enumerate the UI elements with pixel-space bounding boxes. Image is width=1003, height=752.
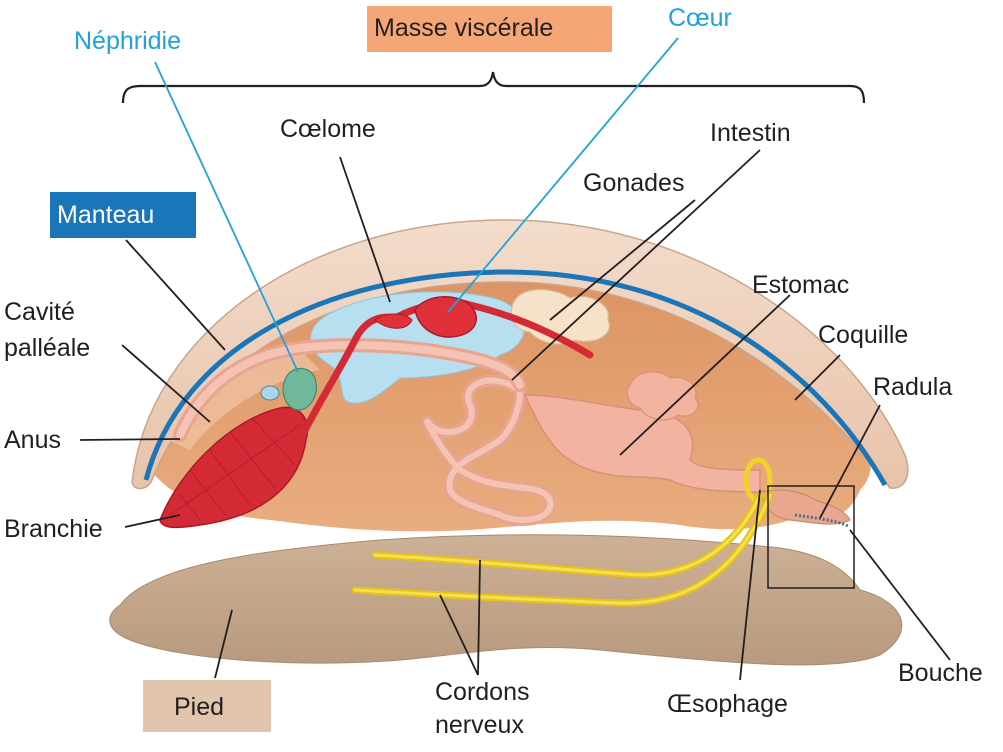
leader-bouche [849,529,951,661]
mantle-cavity [168,350,320,450]
leader-manteau [125,239,226,351]
leader-cordons-b [439,594,479,676]
leader-gonades [549,199,696,321]
mantle-label: Manteau [57,201,155,229]
visceral-mass-label: Masse viscérale [374,14,554,42]
atrium [374,313,413,329]
leader-coelome [339,156,391,303]
leader-cavite [121,344,211,423]
leader-oesophage [739,489,761,681]
mantle-line [143,269,888,487]
foot-label: Pied [174,693,225,721]
gill [159,406,309,529]
mantle-label-box [50,192,196,238]
radula [794,513,849,528]
stomach-label: Estomac [752,271,850,299]
mouth-label: Bouche [898,659,983,687]
leader-coquille [794,354,841,401]
mantle-cavity-label-line1: Cavité [4,298,75,326]
nerve-cords-label-line1: Cordons [435,678,530,706]
radula-label: Radula [873,373,953,401]
blue-leader-lines [154,37,679,373]
visceral-brace [121,71,866,104]
leader-estomac [619,294,791,456]
nerve-cords-label-line2: nerveux [435,711,524,739]
leader-intestin [511,149,761,381]
visceral-mass-label-box [367,6,612,52]
leader-cordons-a [477,559,481,676]
shell-label: Coquille [818,321,909,349]
leader-nephridie [154,61,299,373]
nephridium [282,367,317,411]
coelom-label: Cœlome [280,115,376,143]
leader-anus [79,438,181,441]
leader-radula [819,404,881,519]
nephridiopore [260,385,280,401]
heart [414,296,477,338]
esophagus-label: Œsophage [667,690,788,718]
buccal-mass [759,489,851,525]
intestine-label: Intestin [710,119,791,147]
leader-branchie [124,514,181,528]
leader-coeur [447,37,679,313]
leader-lines [79,149,951,681]
mantle-cavity-label-line2: palléale [4,334,91,362]
radula-callout-box [767,485,855,589]
leader-pied [214,609,233,679]
nephridia-label: Néphridie [74,27,182,55]
foot-label-box [143,680,271,732]
heart-label: Cœur [668,4,732,32]
gill-filaments [169,417,301,521]
anus-label: Anus [4,426,61,454]
gill-label: Branchie [4,515,103,543]
gonads-label: Gonades [583,169,685,197]
digestive-gland [626,371,699,421]
